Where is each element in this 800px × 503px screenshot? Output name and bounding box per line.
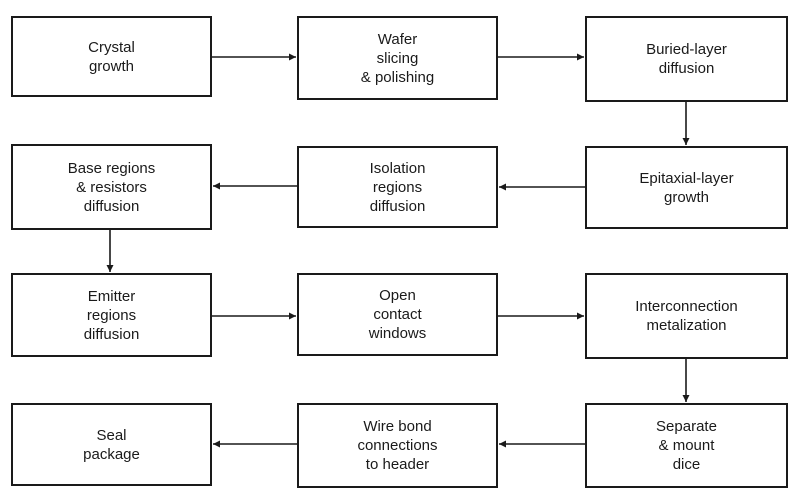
step-label: Interconnection metalization [635, 298, 738, 334]
step-crystal-growth: Crystal growth [11, 16, 212, 97]
step-open-contact-windows: Open contact windows [297, 273, 498, 356]
step-separate-mount-dice: Separate & mount dice [585, 403, 788, 488]
step-buried-layer-diffusion: Buried-layer diffusion [585, 16, 788, 102]
step-seal-package: Seal package [11, 403, 212, 486]
step-label: Epitaxial-layer growth [639, 169, 734, 206]
step-label: Buried-layer diffusion [646, 41, 727, 77]
step-interconnection-metalization: Interconnection metalization [585, 273, 788, 359]
step-label: Seal package [83, 426, 140, 463]
step-isolation-diffusion: Isolation regions diffusion [297, 146, 498, 228]
step-label: Wafer slicing & polishing [360, 30, 435, 86]
step-label: Open contact windows [368, 287, 427, 342]
step-base-resistors-diffusion: Base regions & resistors diffusion [11, 144, 212, 230]
step-wafer-slicing: Wafer slicing & polishing [297, 16, 498, 100]
step-label: Crystal growth [88, 38, 135, 75]
step-wire-bond-connections: Wire bond connections to header [297, 403, 498, 488]
step-label: Emitter regions diffusion [83, 287, 140, 343]
step-label: Isolation regions diffusion [369, 159, 426, 215]
step-epitaxial-layer-growth: Epitaxial-layer growth [585, 146, 788, 229]
step-emitter-diffusion: Emitter regions diffusion [11, 273, 212, 357]
step-label: Base regions & resistors diffusion [67, 159, 156, 215]
step-label: Separate & mount dice [656, 418, 717, 473]
step-label: Wire bond connections to header [357, 418, 438, 473]
